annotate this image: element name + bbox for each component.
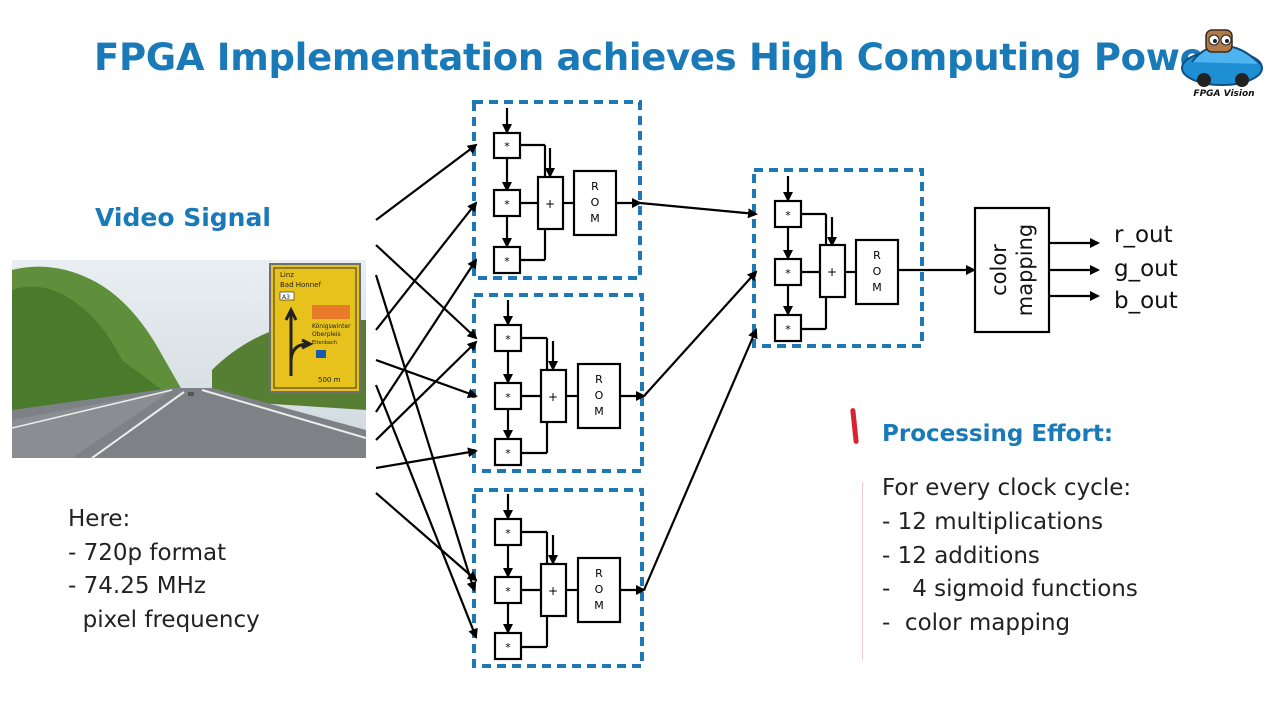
- adder-symbol: +: [545, 197, 555, 211]
- here-note-line: - 720p format: [68, 539, 227, 566]
- rom-label: O: [591, 196, 600, 209]
- color-mapping-label: mapping: [1013, 224, 1037, 316]
- multiplier-box: [493, 323, 523, 353]
- multiplier-box: [493, 517, 523, 547]
- video-frame-image: Linz Bad Honnef A3 Königswinter Oberplei…: [12, 260, 366, 458]
- multiplier-symbol: *: [504, 140, 510, 153]
- multiplier-symbol: *: [505, 527, 511, 540]
- adder-box: [539, 368, 568, 424]
- rom-label: R: [595, 567, 603, 580]
- multiplier-box: [493, 575, 523, 605]
- effort-line: - 12 multiplications: [882, 508, 1104, 535]
- rom-label: M: [590, 212, 600, 225]
- sign-badge: A3: [282, 294, 290, 301]
- red-pen-line: [862, 482, 863, 660]
- multiplier-symbol: *: [785, 209, 791, 222]
- output-neuron-box: [752, 168, 924, 348]
- neuron-2: [503, 300, 646, 455]
- slide-title: FPGA Implementation achieves High Comput…: [94, 36, 1223, 79]
- neuron-2-box: [472, 293, 644, 473]
- color-mapping-label: color: [987, 244, 1011, 296]
- rom-label: M: [594, 599, 604, 612]
- rom-label: O: [595, 389, 604, 402]
- logo-text: FPGA Vision: [1193, 89, 1254, 98]
- multiplier-symbol: *: [505, 391, 511, 404]
- sign-line-4: Oberpleis: [312, 331, 341, 338]
- multiplier-box: [773, 199, 803, 229]
- rom-label: R: [873, 249, 881, 262]
- effort-line: - 4 sigmoid functions: [882, 576, 1138, 603]
- rom-label: M: [872, 281, 882, 294]
- fpga-vision-logo: FPGA Vision: [1181, 29, 1263, 98]
- output-label-r: r_out: [1114, 222, 1173, 248]
- multiplier-box: [493, 437, 523, 467]
- here-notes: Here: - 720p format - 74.25 MHz pixel fr…: [68, 503, 260, 637]
- multiplier-symbol: *: [505, 641, 511, 654]
- sign-line-2: Bad Honnef: [280, 281, 321, 289]
- sign-line-3: Königswinter: [312, 323, 351, 330]
- here-note-line: pixel frequency: [68, 606, 260, 633]
- rom-label: O: [873, 265, 882, 278]
- rom-label: R: [591, 180, 599, 193]
- effort-line: - 12 additions: [882, 542, 1040, 569]
- output-label-b: b_out: [1114, 288, 1178, 314]
- multiplier-box: [493, 631, 523, 661]
- adder-symbol: +: [548, 584, 558, 598]
- rom-box: [576, 556, 622, 624]
- rom-box: [854, 238, 900, 306]
- neuron-1: [502, 108, 642, 262]
- adder-symbol: +: [548, 390, 558, 404]
- effort-line: For every clock cycle:: [882, 475, 1132, 501]
- multiplier-symbol: *: [505, 333, 511, 346]
- multiplier-symbol: *: [504, 255, 510, 268]
- adder-box: [818, 243, 847, 299]
- rom-label: O: [595, 583, 604, 596]
- multiplier-symbol: *: [785, 267, 791, 280]
- multiplier-symbol: *: [785, 323, 791, 336]
- multiplier-box: [493, 381, 523, 411]
- multiplier-box: [492, 245, 522, 275]
- sign-line-1: Linz: [280, 271, 294, 279]
- multiplier-box: [492, 188, 522, 218]
- sign-distance: 500 m: [318, 376, 341, 384]
- sign-line-5: Eitenbach: [312, 340, 337, 346]
- adder-box: [539, 562, 568, 618]
- video-signal-heading: Video Signal: [95, 203, 271, 232]
- processing-effort-list: For every clock cycle: - 12 multiplicati…: [882, 472, 1138, 641]
- rom-box: [572, 169, 618, 237]
- processing-effort-title: Processing Effort:: [882, 421, 1114, 447]
- neuron-1-box: [472, 100, 642, 280]
- multiplier-box: [773, 313, 803, 343]
- rom-label: M: [594, 405, 604, 418]
- rom-label: R: [595, 373, 603, 386]
- output-neuron: [783, 176, 976, 331]
- adder-box: [536, 175, 565, 231]
- adder-symbol: +: [827, 265, 837, 279]
- multiplier-symbol: *: [504, 198, 510, 211]
- multiplier-box: [492, 131, 522, 160]
- multiplier-symbol: *: [505, 447, 511, 460]
- output-label-g: g_out: [1114, 256, 1178, 282]
- multiplier-symbol: *: [505, 585, 511, 598]
- color-mapping-box: [973, 206, 1051, 334]
- multiplier-box: [773, 257, 803, 287]
- here-note-line: Here:: [68, 506, 131, 532]
- here-note-line: - 74.25 MHz: [68, 573, 206, 599]
- neuron-3: [503, 494, 646, 649]
- effort-line: - color mapping: [882, 610, 1071, 637]
- rom-box: [576, 362, 622, 430]
